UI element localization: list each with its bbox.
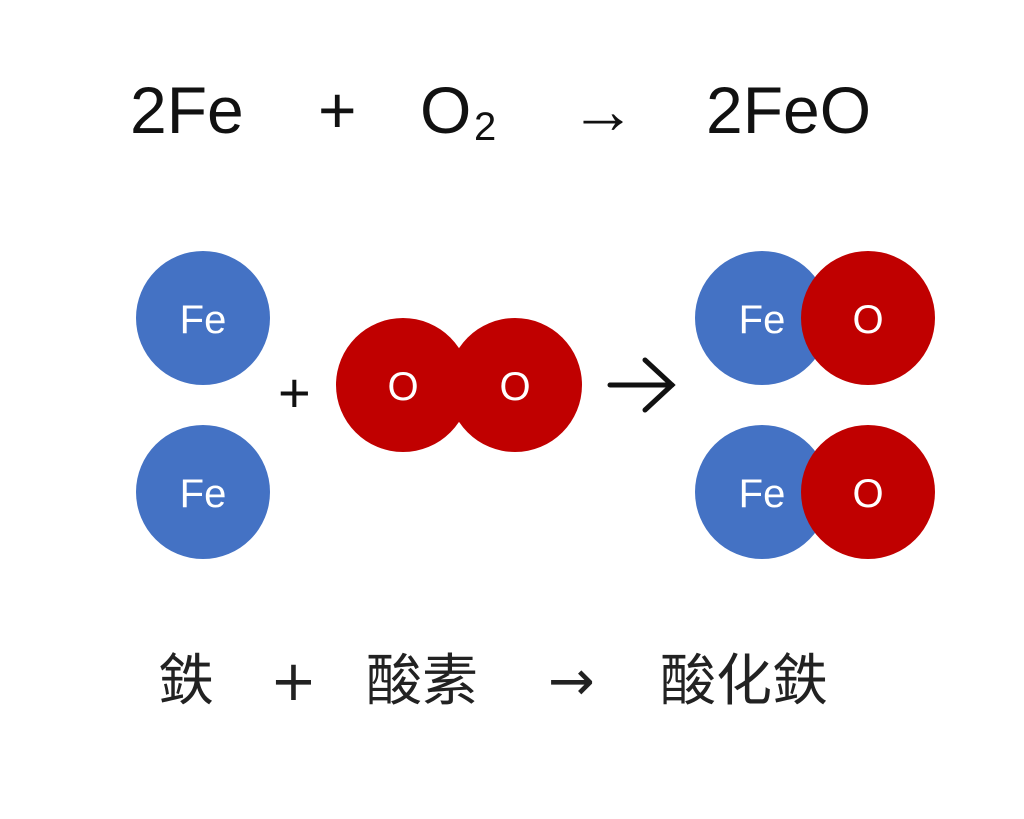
model-arrow-icon bbox=[607, 357, 676, 413]
equation-arrow: → bbox=[570, 73, 636, 147]
japanese-equation: 鉄 + 酸素 → 酸化鉄 bbox=[158, 649, 828, 714]
model-plus: + bbox=[278, 361, 311, 424]
oxygen-molecule: O O bbox=[336, 318, 582, 452]
equation-reactant-oxygen: O bbox=[420, 73, 471, 147]
equation-plus: + bbox=[318, 73, 357, 147]
atom-label: O bbox=[499, 365, 530, 409]
chemical-equation: 2Fe + O 2 → 2FeO bbox=[130, 73, 871, 149]
iron-atom-top: Fe bbox=[136, 251, 270, 385]
atom-label: O bbox=[387, 365, 418, 409]
equation-oxygen-subscript: 2 bbox=[474, 105, 496, 149]
iron-atom-bottom: Fe bbox=[136, 425, 270, 559]
japanese-iron-oxide: 酸化鉄 bbox=[660, 649, 828, 714]
atom-label: Fe bbox=[739, 298, 786, 342]
equation-reactant-iron: 2Fe bbox=[130, 73, 244, 147]
atom-label: Fe bbox=[180, 298, 227, 342]
japanese-plus: + bbox=[270, 649, 317, 714]
japanese-iron: 鉄 bbox=[158, 649, 214, 714]
atom-label: Fe bbox=[739, 472, 786, 516]
japanese-oxygen: 酸素 bbox=[366, 649, 478, 714]
iron-oxide-molecule-bottom: Fe O bbox=[695, 425, 935, 559]
atom-label: O bbox=[852, 472, 883, 516]
atom-label: O bbox=[852, 298, 883, 342]
iron-oxide-molecule-top: Fe O bbox=[695, 251, 935, 385]
equation-product: 2FeO bbox=[706, 73, 871, 147]
japanese-arrow: → bbox=[548, 649, 595, 714]
atom-label: Fe bbox=[180, 472, 227, 516]
